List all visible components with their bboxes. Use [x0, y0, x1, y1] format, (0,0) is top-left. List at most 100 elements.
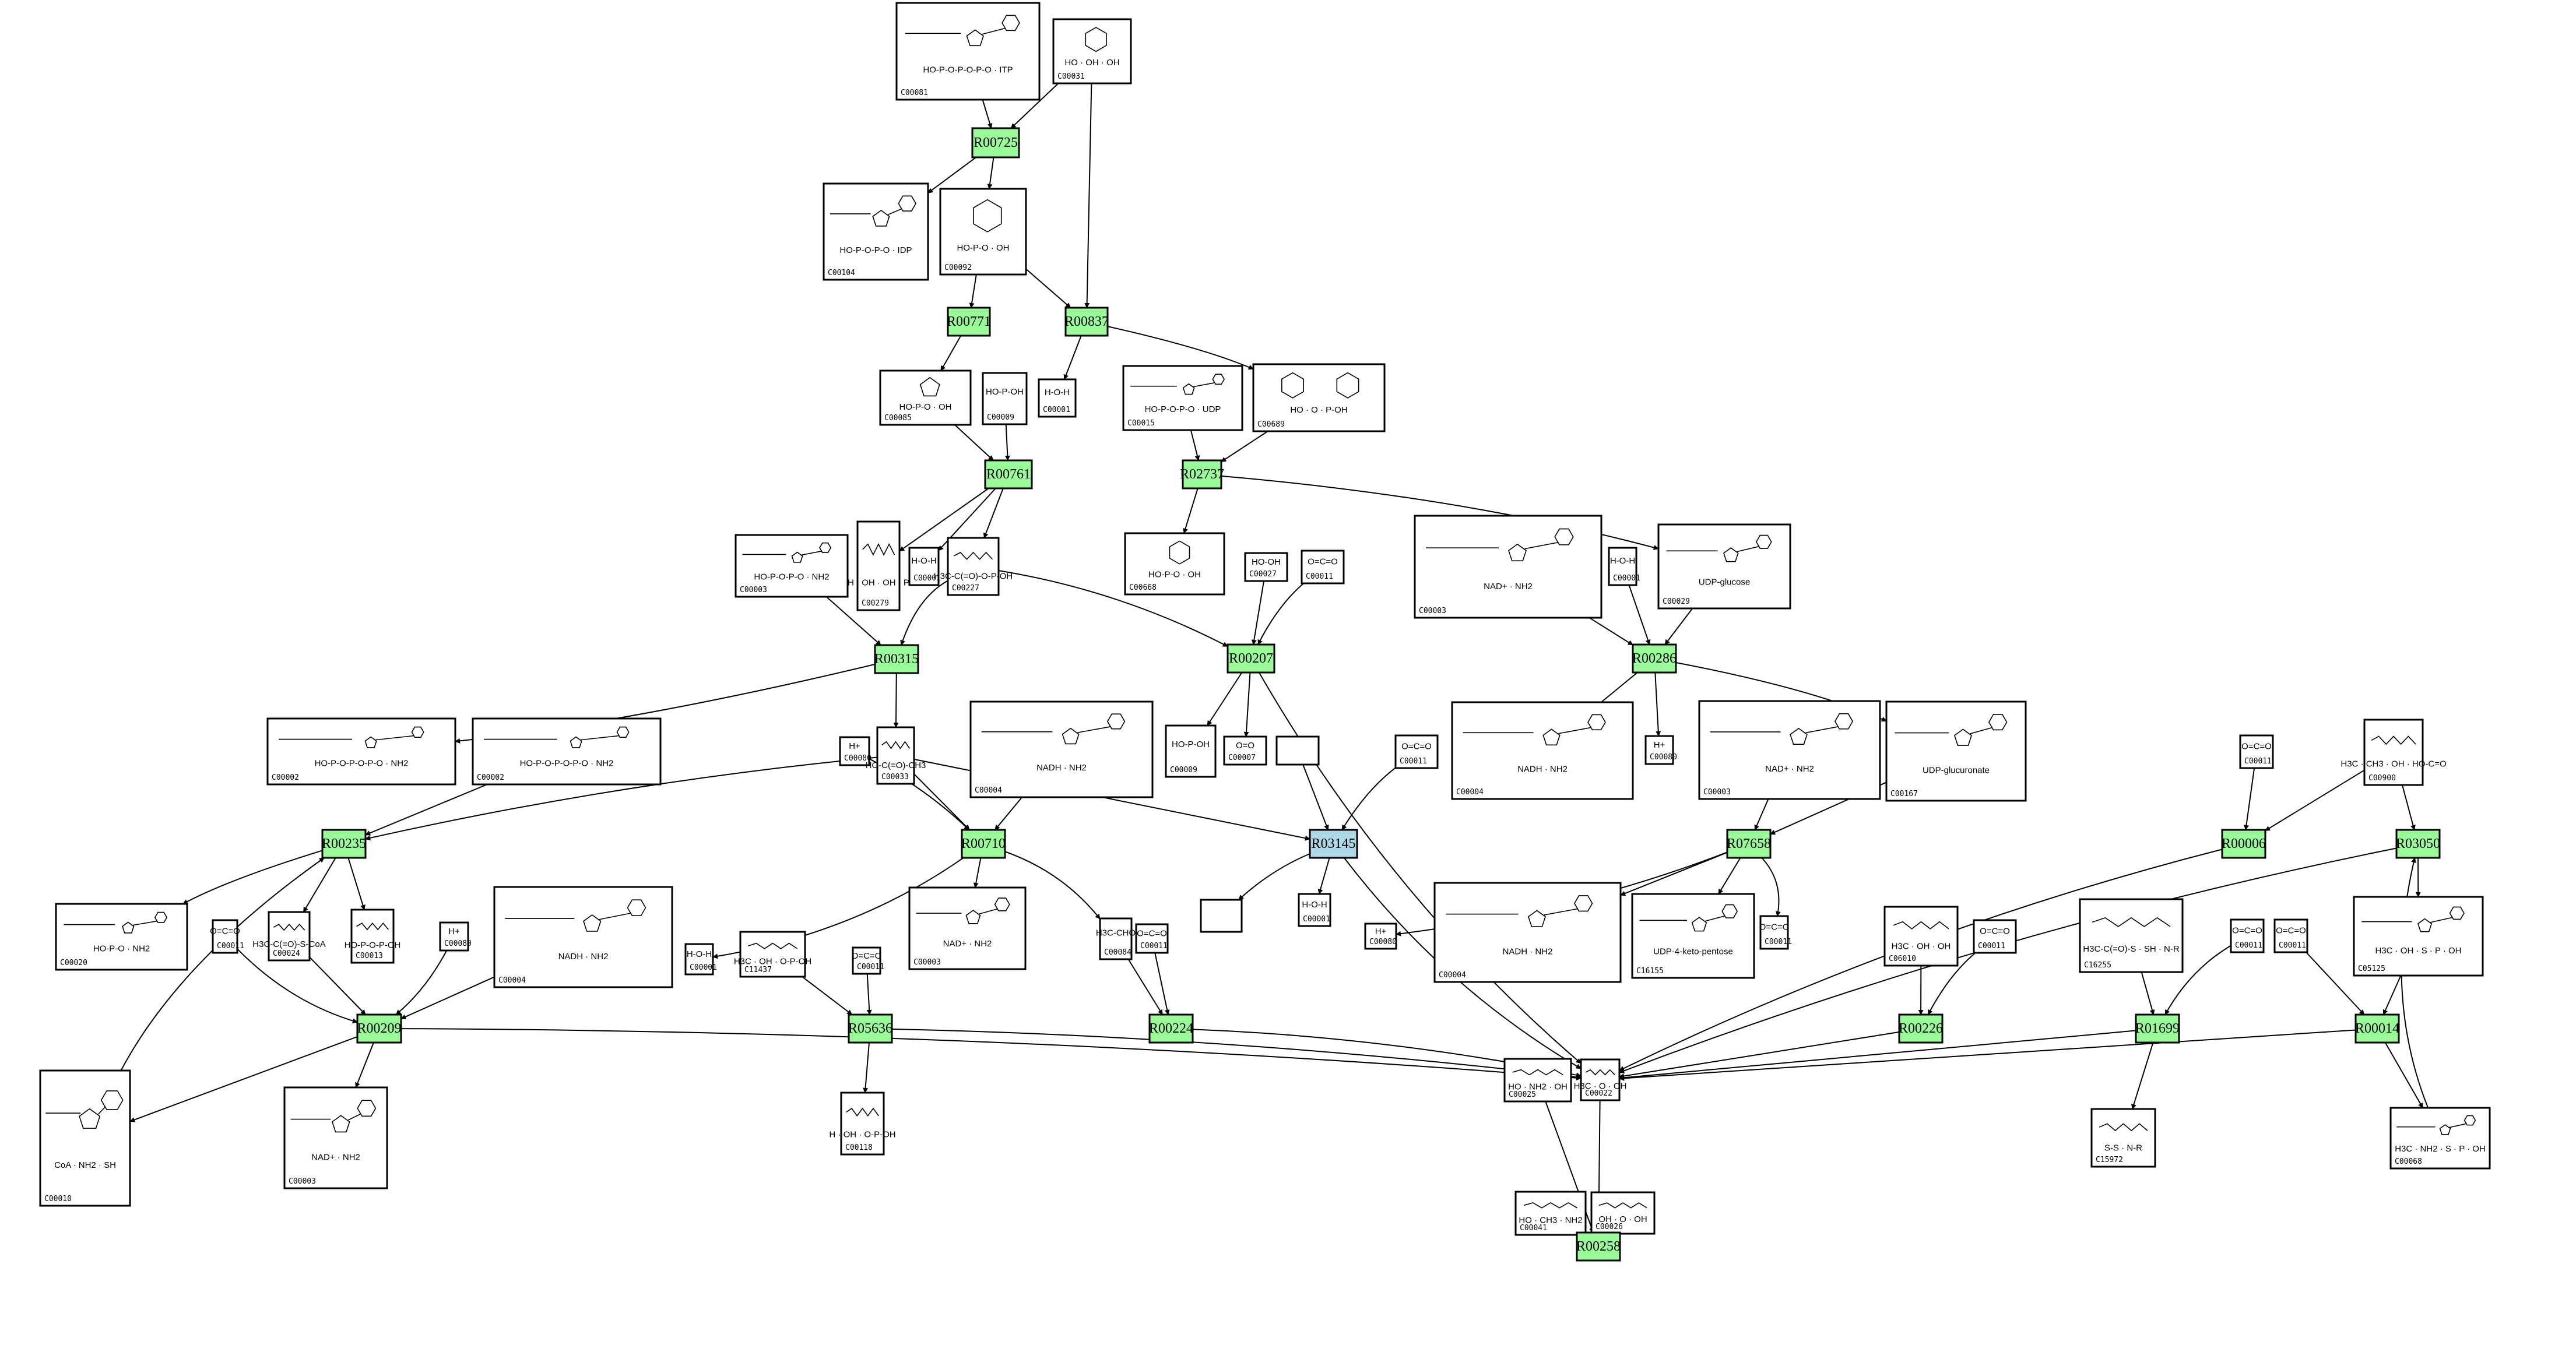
compound-node[interactable] — [735, 534, 849, 598]
compound-node[interactable] — [1885, 700, 2027, 802]
compound-box[interactable] — [2389, 1107, 2491, 1170]
reaction-box[interactable] — [848, 1013, 893, 1044]
compound-box[interactable] — [1698, 700, 1881, 800]
compound-box[interactable] — [2239, 734, 2274, 769]
reaction-node-r00224[interactable]: R00224 — [1148, 1013, 1194, 1044]
compound-box[interactable] — [1223, 735, 1267, 766]
reaction-box[interactable] — [356, 1013, 402, 1044]
compound-node[interactable] — [1644, 735, 1674, 765]
compound-node[interactable] — [472, 717, 662, 786]
reaction-node-r00761[interactable]: R00761 — [984, 459, 1033, 490]
compound-node[interactable] — [1298, 893, 1331, 927]
reaction-node-r02737[interactable]: R02737 — [1180, 459, 1224, 490]
compound-node[interactable] — [1052, 18, 1132, 85]
compound-box[interactable] — [852, 946, 881, 975]
compound-node[interactable] — [1394, 734, 1439, 769]
compound-box[interactable] — [684, 943, 714, 976]
compound-node[interactable] — [852, 946, 881, 975]
reaction-node-r00014[interactable]: R00014 — [2354, 1013, 2400, 1044]
compound-node[interactable] — [283, 1086, 388, 1189]
compound-box[interactable] — [1394, 734, 1439, 769]
compound-box[interactable] — [1364, 923, 1397, 950]
compound-box[interactable] — [876, 726, 915, 785]
compound-node[interactable] — [1414, 515, 1602, 619]
reaction-box[interactable] — [1148, 1013, 1194, 1044]
reaction-node-r00315[interactable]: R00315 — [874, 644, 919, 674]
reaction-box[interactable] — [1632, 643, 1677, 674]
compound-box[interactable] — [1608, 547, 1637, 586]
compound-box[interactable] — [1883, 906, 1959, 967]
compound-node[interactable] — [1433, 882, 1622, 983]
compound-box[interactable] — [350, 909, 395, 964]
compound-box[interactable] — [982, 372, 1028, 425]
compound-node[interactable] — [969, 700, 1154, 798]
compound-box[interactable] — [1298, 893, 1331, 927]
compound-node[interactable] — [1223, 735, 1267, 766]
compound-node[interactable] — [839, 736, 870, 766]
compound-node[interactable] — [1514, 1191, 1587, 1236]
compound-node[interactable] — [1698, 700, 1881, 800]
compound-node[interactable] — [1364, 923, 1397, 950]
compound-box[interactable] — [856, 520, 901, 611]
compound-node[interactable] — [1631, 893, 1755, 979]
compound-box[interactable] — [39, 1069, 131, 1207]
compound-node[interactable] — [266, 717, 456, 786]
compound-box[interactable] — [1301, 550, 1345, 585]
compound-box[interactable] — [1414, 515, 1602, 619]
reaction-box[interactable] — [2135, 1013, 2180, 1044]
reaction-node-r00006[interactable]: R00006 — [2221, 829, 2266, 859]
compound-box[interactable] — [1135, 923, 1169, 954]
compound-node[interactable] — [439, 921, 469, 952]
compound-box[interactable] — [2230, 918, 2265, 953]
reaction-box[interactable] — [1898, 1013, 1944, 1044]
compound-box[interactable] — [1885, 700, 2027, 802]
reaction-node-r00235[interactable]: R00235 — [321, 829, 367, 859]
reaction-box[interactable] — [947, 307, 991, 337]
compound-node[interactable] — [876, 726, 915, 785]
compound-box[interactable] — [268, 911, 311, 962]
compound-node[interactable] — [1580, 1058, 1621, 1101]
compound-node[interactable] — [1973, 919, 2017, 954]
reaction-box[interactable] — [1227, 643, 1275, 674]
compound-node[interactable] — [982, 372, 1028, 425]
compound-box[interactable] — [1038, 378, 1077, 418]
compound-box[interactable] — [895, 2, 1041, 101]
compound-box[interactable] — [908, 886, 1027, 970]
compound-box[interactable] — [1657, 523, 1791, 610]
compound-box[interactable] — [1759, 915, 1789, 950]
reaction-box[interactable] — [1576, 1231, 1621, 1262]
compound-box[interactable] — [1590, 1191, 1656, 1235]
compound-box[interactable] — [947, 537, 1000, 596]
reaction-node-r00771[interactable]: R00771 — [947, 307, 991, 337]
compound-node[interactable] — [895, 2, 1041, 101]
compound-node[interactable] — [823, 182, 929, 281]
reaction-box[interactable] — [1309, 829, 1358, 859]
compound-node[interactable] — [2353, 896, 2484, 977]
compound-box[interactable] — [1433, 882, 1622, 983]
reaction-node-r00286[interactable]: R00286 — [1632, 643, 1677, 674]
reaction-box[interactable] — [2395, 829, 2441, 859]
compound-box[interactable] — [2079, 898, 2184, 973]
compound-node[interactable] — [350, 909, 395, 964]
compound-node[interactable] — [1124, 532, 1225, 596]
compound-box[interactable] — [2353, 896, 2484, 977]
compound-node[interactable] — [1200, 899, 1243, 933]
compound-node[interactable] — [2230, 918, 2265, 953]
compound-node[interactable] — [1252, 363, 1386, 432]
compound-box[interactable] — [1252, 363, 1386, 432]
compound-node[interactable] — [55, 903, 188, 971]
compound-box[interactable] — [1244, 552, 1288, 582]
compound-node[interactable] — [1244, 552, 1288, 582]
compound-node[interactable] — [684, 943, 714, 976]
compound-node[interactable] — [1275, 735, 1320, 766]
compound-node[interactable] — [39, 1069, 131, 1207]
compound-box[interactable] — [493, 886, 673, 988]
compound-box[interactable] — [472, 717, 662, 786]
compound-node[interactable] — [1122, 365, 1243, 431]
compound-node[interactable] — [493, 886, 673, 988]
compound-box[interactable] — [1200, 899, 1243, 933]
reaction-node-r00837[interactable]: R00837 — [1064, 307, 1109, 337]
compound-node[interactable] — [1590, 1191, 1656, 1235]
reaction-node-r00710[interactable]: R00710 — [961, 829, 1006, 859]
compound-node[interactable] — [879, 369, 972, 426]
